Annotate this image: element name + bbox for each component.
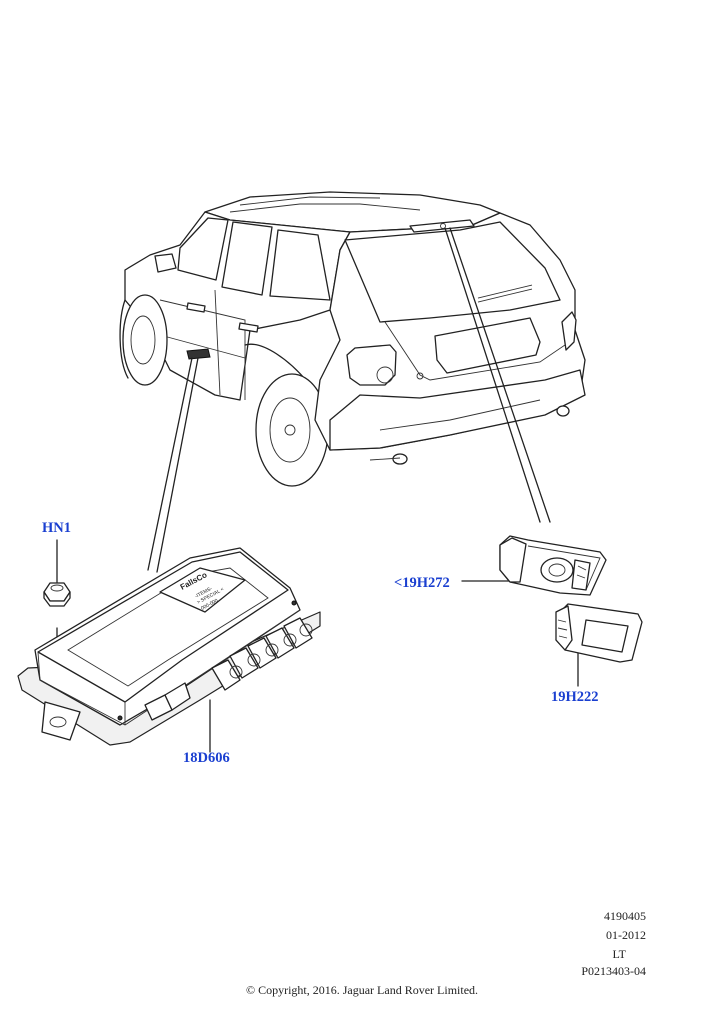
drawing-reference: P0213403-04 <box>581 964 646 978</box>
control-module-part: FallsCo -ITEMS- > SPECIAL < 000-000 <box>17 547 321 746</box>
callout-19h222[interactable]: 19H222 <box>551 689 599 705</box>
copyright-text: © Copyright, 2016. Jaguar Land Rover Lim… <box>245 983 479 997</box>
callout-18d606[interactable]: 18D606 <box>183 750 230 766</box>
module-connectors <box>144 617 313 721</box>
drawing-code: LT <box>612 947 626 961</box>
vehicle-illustration <box>119 191 586 487</box>
nut-part <box>43 582 71 607</box>
drawing-number: 4190405 <box>604 909 646 923</box>
camera-bezel-part <box>555 603 643 663</box>
callout-hn1[interactable]: HN1 <box>42 520 71 536</box>
callout-19h272[interactable]: <19H272 <box>394 575 450 591</box>
drawing-date: 01-2012 <box>606 928 646 942</box>
camera-housing-part <box>499 535 607 596</box>
